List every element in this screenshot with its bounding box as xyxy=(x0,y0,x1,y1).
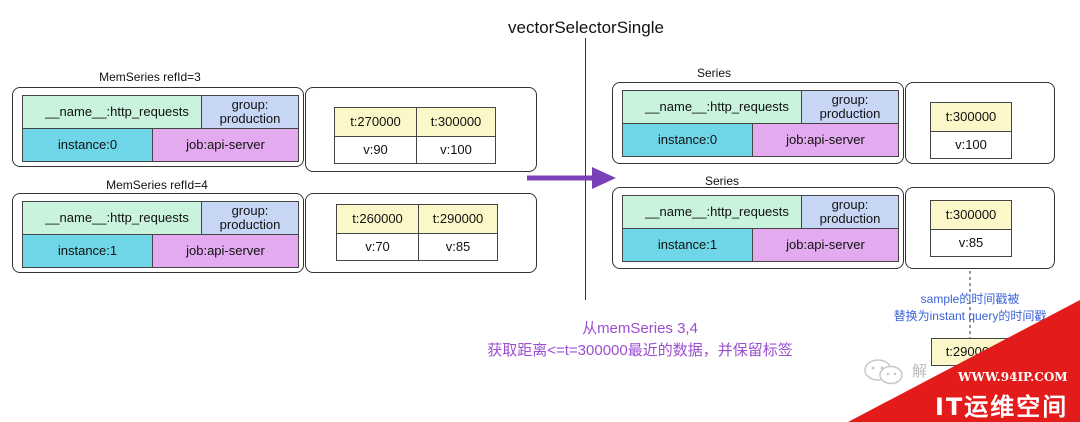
transform-arrow xyxy=(527,167,616,189)
series-2-labels-box: __name__:http_requests group: production… xyxy=(612,187,904,269)
label-name-cell: __name__:http_requests xyxy=(622,90,812,124)
label-job-cell: job:api-server xyxy=(152,128,299,162)
label-group-cell: group: production xyxy=(201,95,299,129)
diagram-title: vectorSelectorSingle xyxy=(508,18,664,37)
label-name-cell: __name__:http_requests xyxy=(622,195,812,229)
memseries-3-labels-box: __name__:http_requests group: production… xyxy=(12,87,304,167)
sample-time-cell: t:290000 xyxy=(418,204,498,234)
series-1-label: Series xyxy=(696,66,731,80)
series-2-sample-box: t:300000 v:85 xyxy=(905,187,1055,269)
sample-value-cell: v:85 xyxy=(418,233,498,261)
label-instance-cell: instance:0 xyxy=(622,123,753,157)
sample-time-cell: t:300000 xyxy=(930,102,1012,132)
sample-value-cell: v:85 xyxy=(930,229,1012,257)
label-instance-cell: instance:0 xyxy=(22,128,153,162)
series-1-labels-box: __name__:http_requests group: production… xyxy=(612,82,904,164)
sample-time-cell: t:300000 xyxy=(416,107,496,137)
wechat-watermark-text: 解 xyxy=(912,363,928,380)
sample-time-cell: t:270000 xyxy=(334,107,417,137)
memseries-3-label: MemSeries refId=3 xyxy=(99,70,201,84)
label-instance-cell: instance:1 xyxy=(622,228,753,262)
sample-time-cell: t:300000 xyxy=(930,200,1012,230)
memseries-3-samples-box: t:270000 t:300000 v:90 v:100 xyxy=(305,87,537,172)
label-job-cell: job:api-server xyxy=(152,234,299,268)
logo-url-text: WWW.94IP.COM xyxy=(958,370,1068,384)
memseries-4-labels-box: __name__:http_requests group: production… xyxy=(12,193,304,273)
sample-value-cell: v:70 xyxy=(336,233,419,261)
description-line-2: 获取距离<=t=300000最近的数据，并保留标签 xyxy=(487,342,793,359)
series-2-label: Series xyxy=(704,174,739,188)
label-group-cell: group: production xyxy=(801,90,899,124)
description-note: 从memSeries 3,4 获取距离<=t=300000最近的数据，并保留标签 xyxy=(420,318,860,362)
label-group-cell: group: production xyxy=(801,195,899,229)
sample-time-cell: t:260000 xyxy=(336,204,419,234)
sample-value-cell: v:100 xyxy=(930,131,1012,159)
label-name-cell: __name__:http_requests xyxy=(22,201,212,235)
series-1-sample-box: t:300000 v:100 xyxy=(905,82,1055,164)
label-name-cell: __name__:http_requests xyxy=(22,95,212,129)
sample-value-cell: v:100 xyxy=(416,136,496,164)
replace-timestamp-note: sample的时间戳被 替换为instant query的时间戳 xyxy=(860,291,1080,325)
center-divider xyxy=(585,38,586,300)
label-instance-cell: instance:1 xyxy=(22,234,153,268)
description-line-1: 从memSeries 3,4 xyxy=(582,320,698,337)
label-job-cell: job:api-server xyxy=(752,123,899,157)
label-job-cell: job:api-server xyxy=(752,228,899,262)
wechat-watermark-icon xyxy=(862,356,906,388)
replace-note-line-1: sample的时间戳被 xyxy=(920,292,1020,306)
sample-value-cell: v:90 xyxy=(334,136,417,164)
memseries-4-label: MemSeries refId=4 xyxy=(106,178,208,192)
memseries-4-samples-box: t:260000 t:290000 v:70 v:85 xyxy=(305,193,537,273)
replace-note-line-2: 替换为instant query的时间戳 xyxy=(893,309,1047,323)
logo-name-text: IT运维空间 xyxy=(935,393,1069,421)
